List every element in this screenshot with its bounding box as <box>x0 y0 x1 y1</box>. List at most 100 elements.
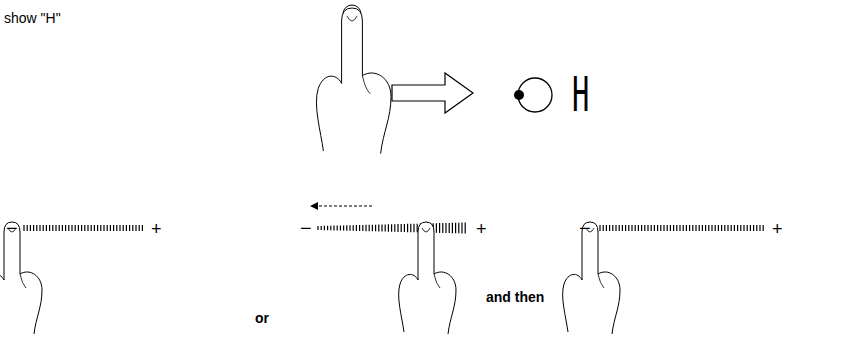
tick-mark <box>369 225 370 231</box>
tick-mark <box>372 225 373 232</box>
tick-mark <box>375 225 376 232</box>
tick-mark <box>139 225 140 231</box>
tick-mark <box>317 226 318 230</box>
tick-mark <box>59 225 60 231</box>
connector-word: and then <box>486 290 544 304</box>
tick-mark <box>119 225 120 231</box>
tick-mark <box>638 225 639 231</box>
tick-mark <box>615 225 616 231</box>
tick-mark <box>715 225 716 231</box>
tick-mark <box>609 225 610 231</box>
pointing-hand <box>0 222 42 334</box>
tick-mark <box>123 225 124 231</box>
tick-mark <box>65 225 66 231</box>
tick-mark <box>606 225 607 231</box>
tick-mark <box>686 225 687 231</box>
tick-mark <box>747 225 748 231</box>
tick-mark <box>647 225 648 231</box>
tick-mark <box>349 225 350 231</box>
tick-mark <box>78 225 79 231</box>
minus-key: − <box>6 218 18 238</box>
tick-mark <box>46 225 47 231</box>
tick-mark <box>321 226 322 230</box>
tick-mark <box>49 225 50 231</box>
tick-mark <box>110 225 111 231</box>
tick-mark <box>711 225 712 231</box>
tick-mark <box>734 225 735 231</box>
tick-mark <box>622 225 623 231</box>
tick-mark <box>731 225 732 231</box>
knuckle-line <box>362 76 370 94</box>
tick-mark <box>683 225 684 231</box>
indicator-dot <box>514 90 524 100</box>
fingernail <box>422 228 430 232</box>
tick-mark <box>603 225 604 231</box>
tick-mark <box>445 223 446 233</box>
tick-mark <box>737 225 738 231</box>
tick-mark <box>113 225 114 231</box>
tick-mark <box>68 225 69 231</box>
tick-mark <box>103 225 104 231</box>
tick-mark <box>702 225 703 231</box>
plus-key: + <box>772 220 783 238</box>
tick-mark <box>699 225 700 231</box>
tick-mark <box>23 225 24 231</box>
knuckle-line <box>20 274 26 288</box>
tick-mark <box>87 225 88 231</box>
tick-mark <box>644 225 645 231</box>
tick-mark <box>94 225 95 231</box>
tick-mark <box>43 225 44 231</box>
tick-mark <box>750 225 751 231</box>
tick-mark <box>116 225 117 231</box>
tick-mark <box>100 225 101 231</box>
tick-mark <box>27 225 28 231</box>
tick-mark <box>385 224 386 231</box>
tick-mark <box>743 225 744 231</box>
tick-mark <box>30 225 31 231</box>
display-symbol: H <box>572 70 589 118</box>
tick-mark <box>721 225 722 231</box>
plus-key: + <box>151 220 162 238</box>
tick-mark <box>660 225 661 231</box>
tick-mark <box>381 224 382 231</box>
minus-key: − <box>300 218 312 238</box>
connector-word: or <box>255 311 269 325</box>
tick-mark <box>718 225 719 231</box>
tick-mark <box>628 225 629 231</box>
tick-mark <box>97 225 98 231</box>
tick-mark <box>327 226 328 230</box>
tick-mark <box>36 225 37 231</box>
tick-mark <box>449 223 450 233</box>
tick-mark <box>52 225 53 231</box>
minus-key: − <box>579 218 591 238</box>
tick-mark <box>107 225 108 231</box>
tick-mark <box>695 225 696 231</box>
tick-mark <box>458 223 459 234</box>
tick-mark <box>612 225 613 231</box>
tick-mark <box>439 223 440 233</box>
tick-mark <box>84 225 85 231</box>
tick-mark <box>461 223 462 234</box>
tick-mark <box>689 225 690 231</box>
slider-ticks <box>24 223 763 234</box>
tick-mark <box>394 224 395 232</box>
tick-mark <box>404 224 405 232</box>
pointing-hand <box>316 8 391 154</box>
plus-key: + <box>476 220 487 238</box>
tick-mark <box>673 225 674 231</box>
tick-mark <box>81 225 82 231</box>
tick-mark <box>33 225 34 231</box>
tick-mark <box>129 225 130 231</box>
tick-mark <box>641 225 642 231</box>
knuckle-line <box>598 274 604 288</box>
tick-mark <box>753 225 754 231</box>
tick-mark <box>397 224 398 232</box>
tick-mark <box>71 225 72 231</box>
tick-mark <box>455 223 456 234</box>
tick-mark <box>340 225 341 230</box>
slide-arrowhead <box>310 202 318 210</box>
tick-mark <box>333 226 334 231</box>
tick-mark <box>91 225 92 231</box>
tick-mark <box>75 225 76 231</box>
tick-mark <box>337 226 338 231</box>
